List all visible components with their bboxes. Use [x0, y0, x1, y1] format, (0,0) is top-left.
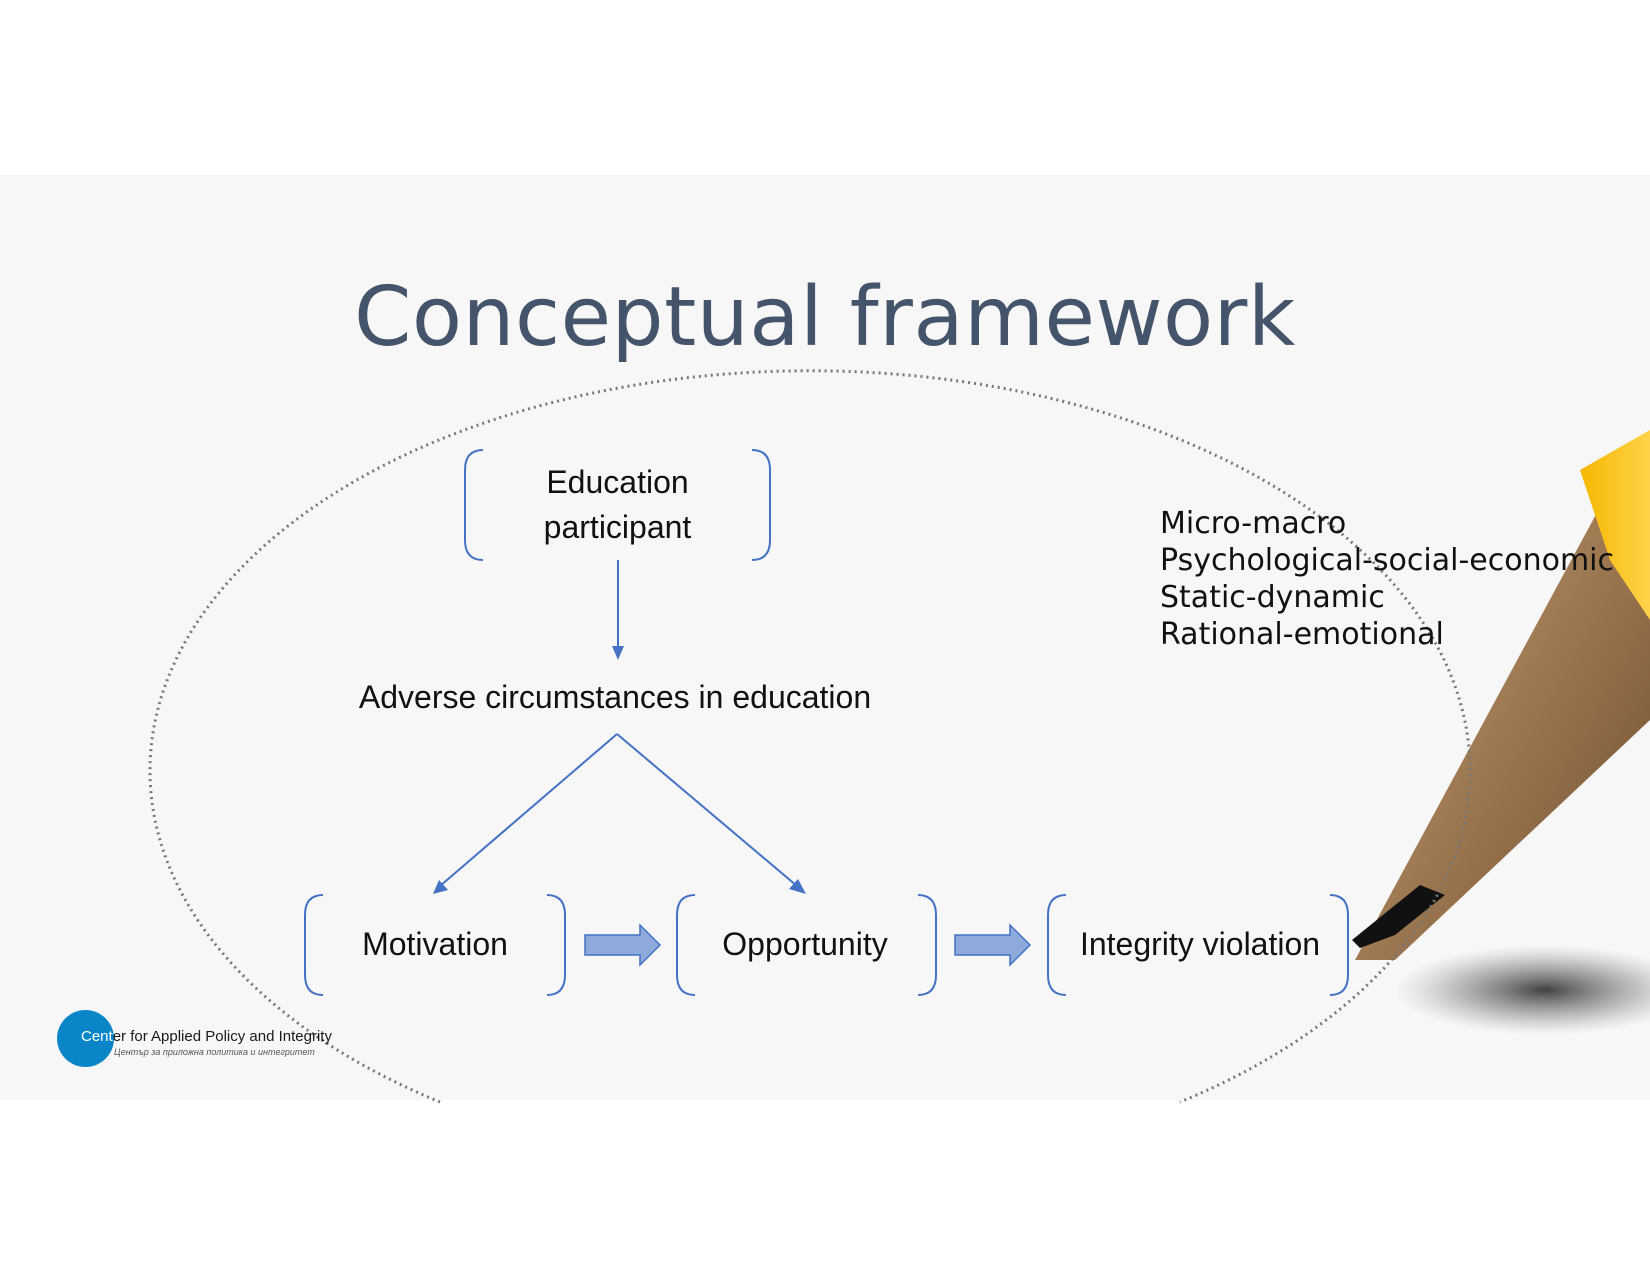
- dimensions-list: Micro-macro Psychological-social-economi…: [1160, 505, 1614, 653]
- block-arrow-motivation-opportunity: [584, 923, 662, 967]
- bracket-motivation: [304, 894, 566, 996]
- node-opportunity: Opportunity: [722, 926, 888, 962]
- dimension-item: Static-dynamic: [1160, 580, 1385, 615]
- node-adverse-circumstances: Adverse circumstances in education: [358, 679, 872, 715]
- node-integrity-violation: Integrity violation: [1079, 926, 1321, 962]
- node-motivation: Motivation: [362, 926, 508, 962]
- arrow-adverse-to-opportunity: [616, 733, 806, 894]
- dimension-item: Micro-macro: [1160, 506, 1347, 541]
- logo-name: Center for Applied Policy and Integrity: [81, 1028, 332, 1045]
- block-arrow-opportunity-violation: [954, 923, 1032, 967]
- pencil-shadow: [1395, 945, 1650, 1035]
- logo-name-part2: er for Applied Policy and Integrity: [112, 1028, 332, 1045]
- pencil-lead: [1352, 885, 1445, 948]
- dotted-ellipse: [148, 369, 1472, 1104]
- bracket-participant: [464, 449, 771, 561]
- node-education-participant-line2: participant: [543, 509, 692, 545]
- logo-subtitle: Център за приложна политика и интегритет: [114, 1047, 315, 1057]
- slide-title: Conceptual framework: [354, 270, 1296, 365]
- logo-circle: [57, 1010, 114, 1067]
- bracket-violation: [1047, 894, 1349, 996]
- arrow-adverse-to-motivation: [433, 733, 618, 894]
- logo-name-part1: Cent: [81, 1028, 113, 1045]
- pencil-paint: [1580, 430, 1650, 620]
- bracket-opportunity: [676, 894, 937, 996]
- pencil-illustration: [1352, 430, 1650, 1035]
- node-education-participant-line1: Education: [546, 464, 689, 500]
- node-education-participant: Education participant: [470, 460, 765, 550]
- dimension-item: Psychological-social-economic: [1160, 543, 1614, 578]
- capi-logo: Center for Applied Policy and Integrity …: [57, 1010, 377, 1070]
- arrow-participant-to-adverse: [612, 560, 624, 660]
- dimension-item: Rational-emotional: [1160, 617, 1444, 652]
- pencil-wood: [1355, 440, 1650, 960]
